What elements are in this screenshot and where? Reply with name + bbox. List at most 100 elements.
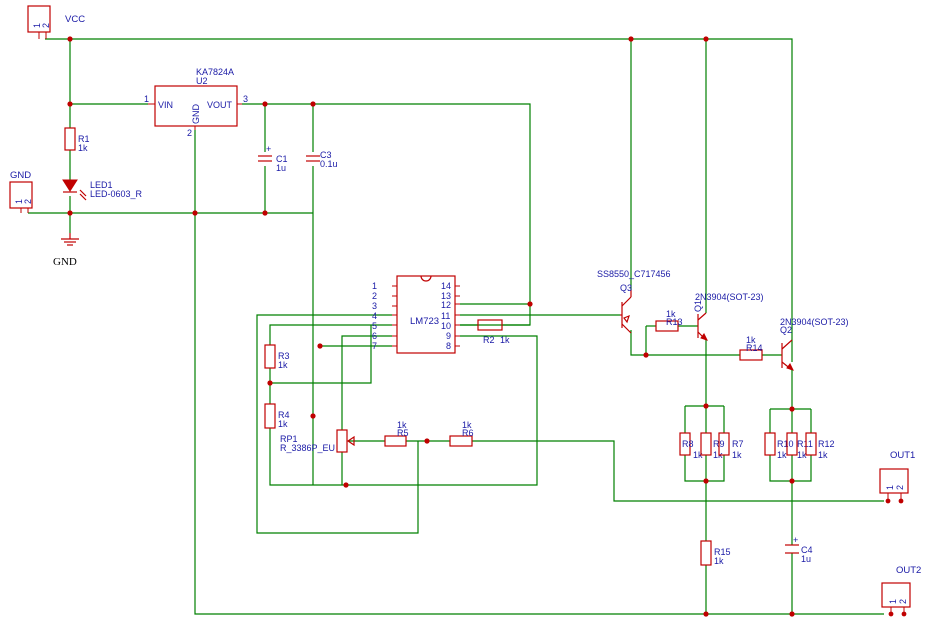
led-icon: LED1 LED-0603_R bbox=[62, 179, 143, 201]
value-label: 1k bbox=[714, 556, 724, 566]
ref-label: R2 bbox=[483, 335, 495, 345]
value-label: R_3386P_EU bbox=[280, 443, 335, 453]
ref-label: R15 bbox=[714, 547, 731, 557]
junction-dot bbox=[310, 413, 316, 419]
pin-number: 10 bbox=[441, 321, 451, 331]
value-label: 1k bbox=[746, 335, 756, 345]
capacitor-c4: + C4 1u bbox=[785, 535, 813, 564]
value-label: 1k bbox=[278, 360, 288, 370]
junction-dot bbox=[789, 611, 795, 617]
pin-label: 2 bbox=[23, 199, 33, 204]
value-label: 1k bbox=[777, 450, 787, 460]
ref-label: U2 bbox=[196, 76, 208, 86]
connector-out1: 1 2 OUT1 bbox=[879, 450, 915, 504]
value-label: 1u bbox=[801, 554, 811, 564]
pin-number: 12 bbox=[441, 300, 451, 310]
resistor-r10: R10 1k bbox=[764, 432, 794, 460]
connector-label: OUT2 bbox=[896, 565, 921, 576]
value-label: 2N3904(SOT-23) bbox=[695, 292, 764, 302]
pin-label: 1 bbox=[14, 199, 24, 204]
ground-icon: GND bbox=[53, 233, 79, 268]
value-label: 1k bbox=[462, 420, 472, 430]
ref-label: R5 bbox=[397, 428, 409, 438]
value-label: 2N3904(SOT-23) bbox=[780, 317, 849, 327]
pin-label: VOUT bbox=[207, 100, 233, 110]
pin-label: 1 bbox=[885, 485, 895, 490]
junction-dot bbox=[67, 210, 73, 216]
pin-number: 3 bbox=[372, 301, 377, 311]
junction-dot bbox=[789, 406, 795, 412]
resistor-r14: 1k R14 bbox=[739, 335, 763, 361]
junction-dot bbox=[192, 210, 198, 216]
junction-dot bbox=[789, 478, 795, 484]
pin-number: 5 bbox=[372, 321, 377, 331]
value-label: 1k bbox=[397, 420, 407, 430]
junction-dot bbox=[262, 210, 268, 216]
ic-right-pin-numbers: 14 13 12 11 10 9 8 bbox=[441, 281, 451, 351]
ic-left-pin-numbers: 1 2 3 4 5 6 7 bbox=[372, 281, 377, 351]
junction-dot bbox=[67, 101, 73, 107]
pin-number: 1 bbox=[144, 94, 149, 104]
ref-label: C4 bbox=[801, 545, 813, 555]
junction-dot bbox=[703, 478, 709, 484]
ref-label: LED1 bbox=[90, 180, 113, 190]
pin-number: 1 bbox=[372, 281, 377, 291]
ref-label: R3 bbox=[278, 351, 290, 361]
ref-label: R8 bbox=[682, 439, 694, 449]
transistor-q1: 2N3904(SOT-23) Q1 bbox=[693, 292, 764, 341]
pin-number: 7 bbox=[372, 341, 377, 351]
connector-vcc: 1 2 VCC bbox=[27, 5, 85, 39]
junction-dot bbox=[343, 482, 349, 488]
value-label: 1k bbox=[500, 335, 510, 345]
value-label: 1k bbox=[797, 450, 807, 460]
pin-label: 2 bbox=[898, 599, 908, 604]
polarity-plus: + bbox=[793, 535, 798, 545]
junction-dot bbox=[67, 36, 73, 42]
value-label: 1k bbox=[666, 309, 676, 319]
ref-label: R1 bbox=[78, 134, 90, 144]
ic-name: LM723 bbox=[410, 316, 439, 327]
resistor-r4: R4 1k bbox=[264, 403, 290, 429]
ref-label: C3 bbox=[320, 150, 332, 160]
junction-dot bbox=[643, 352, 649, 358]
connector-label: OUT1 bbox=[890, 450, 915, 461]
resistor-r7: R7 1k bbox=[718, 432, 744, 460]
connector-label: GND bbox=[10, 170, 31, 181]
resistor-r6: 1k R6 bbox=[449, 420, 474, 447]
resistor-r13: 1k R13 bbox=[655, 309, 683, 332]
transistor-q2: 2N3904(SOT-23) Q2 bbox=[780, 317, 849, 381]
junction-dot bbox=[262, 101, 268, 107]
ref-label: R6 bbox=[462, 428, 474, 438]
ref-label: R11 bbox=[797, 439, 813, 449]
value-label: 1k bbox=[732, 450, 742, 460]
junction-dot bbox=[703, 611, 709, 617]
ref-label: RP1 bbox=[280, 434, 298, 444]
pin-number: 2 bbox=[372, 291, 377, 301]
resistor-r15: R15 1k bbox=[700, 540, 731, 566]
ref-label: C1 bbox=[276, 154, 288, 164]
ref-label: R4 bbox=[278, 410, 290, 420]
ground-label: GND bbox=[53, 256, 77, 268]
resistor-r8: R8 1k bbox=[679, 432, 703, 460]
resistor-r2: R2 1k bbox=[477, 319, 510, 345]
pin-number: 8 bbox=[446, 341, 451, 351]
ref-label: R10 bbox=[777, 439, 794, 449]
value-label: 1k bbox=[713, 450, 723, 460]
pin-number: 3 bbox=[243, 94, 248, 104]
pin-label: GND bbox=[191, 104, 201, 125]
pin-label: 1 bbox=[32, 23, 42, 28]
pin-number: 13 bbox=[441, 291, 451, 301]
value-label: LED-0603_R bbox=[90, 189, 143, 199]
potentiometer-rp1: RP1 R_3386P_EU bbox=[280, 429, 355, 453]
resistor-r12: R12 1k bbox=[805, 432, 835, 460]
ref-label: R12 bbox=[818, 439, 835, 449]
junction-dot bbox=[267, 380, 273, 386]
connector-out2: 1 2 OUT2 bbox=[881, 565, 921, 617]
junction-dot bbox=[310, 101, 316, 107]
connector-label: VCC bbox=[65, 14, 85, 25]
pin-number: 11 bbox=[441, 311, 450, 321]
ref-label: R14 bbox=[746, 343, 763, 353]
pin-label: 1 bbox=[888, 599, 898, 604]
value-label: 0.1u bbox=[320, 159, 338, 169]
value-label: KA7824A bbox=[196, 67, 234, 77]
